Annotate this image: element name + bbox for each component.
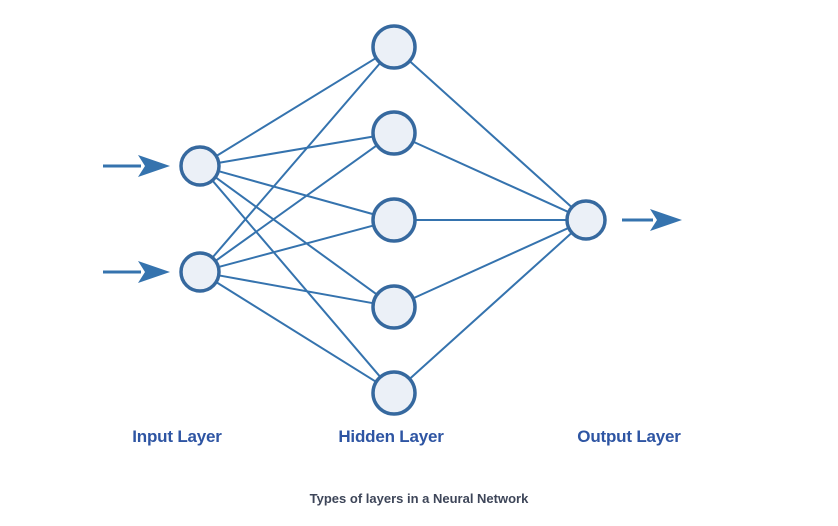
neuron-hidden-5	[371, 370, 417, 416]
nodes-group	[179, 24, 607, 416]
neuron-hidden-3	[371, 197, 417, 243]
edge-i1-h4	[213, 175, 379, 297]
input-arrow-top	[103, 155, 170, 177]
output-arrow	[622, 209, 682, 231]
edge-h2-o1	[411, 140, 571, 214]
edge-h5-o1	[407, 231, 574, 381]
neuron-input-2	[179, 251, 221, 293]
edge-i1-h1	[214, 56, 378, 158]
neuron-hidden-1	[371, 24, 417, 70]
neuron-output-1	[565, 199, 607, 241]
edge-i2-h5	[214, 280, 379, 384]
neuron-hidden-2	[371, 110, 417, 156]
neuron-input-1	[179, 145, 221, 187]
input-arrow-top-head-icon	[138, 155, 170, 177]
layer-label-input: Input Layer	[132, 427, 222, 446]
input-arrow-bottom	[103, 261, 170, 283]
input-arrow-bottom-head-icon	[138, 261, 170, 283]
layer-label-output: Output Layer	[577, 427, 681, 446]
edge-i1-h2	[216, 135, 376, 164]
arrows-group	[103, 155, 682, 283]
diagram-caption: Types of layers in a Neural Network	[309, 491, 529, 506]
edge-i2-h4	[216, 274, 376, 305]
edge-i2-h3	[216, 224, 376, 269]
edge-i1-h5	[210, 178, 383, 379]
edge-i2-h2	[213, 143, 379, 263]
edge-i2-h1	[210, 61, 382, 260]
edge-i1-h3	[216, 169, 376, 216]
edges-group	[210, 56, 574, 384]
edge-h4-o1	[411, 226, 571, 300]
neuron-hidden-4	[371, 284, 417, 330]
layer-label-hidden: Hidden Layer	[338, 427, 444, 446]
output-arrow-head-icon	[650, 209, 682, 231]
edge-h1-o1	[407, 59, 574, 209]
